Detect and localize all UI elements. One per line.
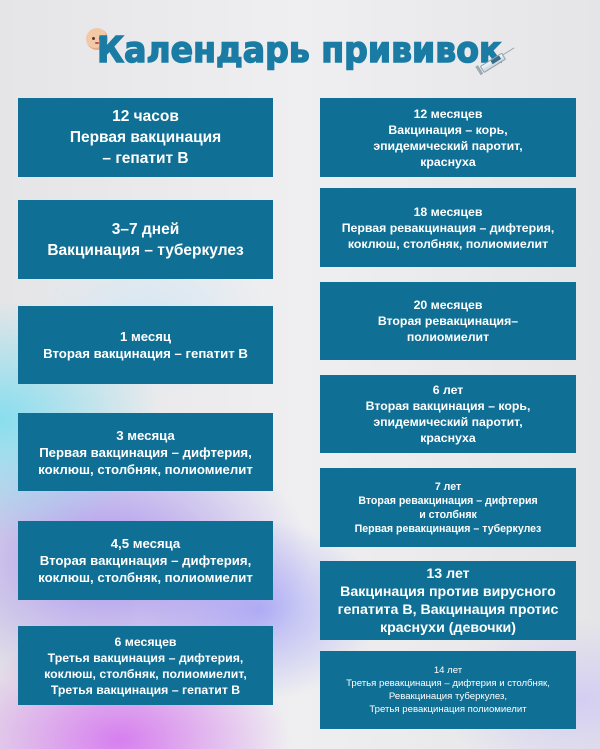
card-age: 6 месяцев <box>114 634 177 649</box>
schedule-card-1-month: 1 месяц Вторая вакцинация – гепатит В <box>18 306 273 384</box>
card-age: 12 часов <box>112 108 179 125</box>
schedule-card-3-months: 3 месяца Первая вакцинация – дифтерия, к… <box>18 413 273 491</box>
card-age: 13 лет <box>426 565 470 582</box>
card-line: Вторая ревакцинация – дифтерия <box>358 494 538 507</box>
card-line: коклюш, столбняк, полиомиелит, <box>44 666 247 681</box>
card-line: краснухи (девочки) <box>380 619 516 636</box>
header: Календарь прививок <box>0 22 600 82</box>
schedule-card-20-months: 20 месяцев Вторая ревакцинация– полиомие… <box>320 282 576 360</box>
card-line: – гепатит В <box>102 150 189 167</box>
card-age: 4,5 месяца <box>110 536 181 551</box>
card-line: Вакцинация – корь, <box>388 122 508 137</box>
card-line: Первая вакцинация – дифтерия, <box>39 444 252 460</box>
page-title: Календарь прививок <box>96 29 502 72</box>
card-line: Ревакцинация туберкулез, <box>388 691 508 702</box>
card-age: 20 месяцев <box>413 298 483 312</box>
card-line: коклюш, столбняк, полиомиелит <box>38 570 253 585</box>
card-line: эпидемический паротит, <box>373 138 523 153</box>
card-age: 14 лет <box>433 665 463 676</box>
card-line: Вторая вакцинация – корь, <box>365 399 531 413</box>
card-line: краснуха <box>420 431 476 445</box>
card-line: эпидемический паротит, <box>373 415 523 429</box>
card-line: Первая вакцинация <box>69 129 222 146</box>
schedule-card-3-7-days: 3–7 дней Вакцинация – туберкулез <box>18 200 273 279</box>
card-age: 12 месяцев <box>413 106 483 121</box>
card-age: 1 месяц <box>119 329 172 344</box>
card-line: Вторая вакцинация – гепатит В <box>43 346 248 361</box>
card-age: 18 месяцев <box>413 204 483 219</box>
schedule-card-18-months: 18 месяцев Первая ревакцинация – дифтери… <box>320 188 576 267</box>
schedule-card-7-years: 7 лет Вторая ревакцинация – дифтерия и с… <box>320 468 576 547</box>
card-line: Вторая ревакцинация– <box>377 314 519 328</box>
card-line: Третья ревакцинация – дифтерия и столбня… <box>346 678 550 689</box>
card-age: 7 лет <box>434 480 462 493</box>
card-line: полиомиелит <box>406 330 490 344</box>
card-line: Третья вакцинация – гепатит В <box>50 682 241 697</box>
card-line: Первая ревакцинация – дифтерия, <box>341 220 555 235</box>
card-line: гепатита В, Вакцинация протис <box>337 601 559 618</box>
schedule-card-14-years: 14 лет Третья ревакцинация – дифтерия и … <box>320 651 576 729</box>
card-line: и столбняк <box>419 508 477 521</box>
schedule-card-4-5-months: 4,5 месяца Вторая вакцинация – дифтерия,… <box>18 521 273 600</box>
card-line: коклюш, столбняк, полиомиелит <box>347 236 549 251</box>
baby-face-icon <box>86 28 108 50</box>
schedule-card-12-hours: 12 часов Первая вакцинация – гепатит В <box>18 98 273 177</box>
card-line: краснуха <box>420 154 476 169</box>
card-age: 3 месяца <box>116 427 175 443</box>
schedule-card-13-years: 13 лет Вакцинация против вирусного гепат… <box>320 561 576 640</box>
schedule-card-6-years: 6 лет Вторая вакцинация – корь, эпидемич… <box>320 375 576 453</box>
card-line: Вторая вакцинация – дифтерия, <box>39 553 252 568</box>
schedule-card-6-months: 6 месяцев Третья вакцинация – дифтерия, … <box>18 626 273 705</box>
card-line: Третья вакцинация – дифтерия, <box>47 650 244 665</box>
card-line: Третья ревакцинация полиомиелит <box>369 704 527 715</box>
card-line: коклюш, столбняк, полиомиелит <box>38 461 253 477</box>
card-age: 3–7 дней <box>111 220 180 238</box>
card-line: Вакцинация против вирусного <box>340 583 556 600</box>
card-age: 6 лет <box>432 383 464 397</box>
card-line: Вакцинация – туберкулез <box>47 241 244 259</box>
schedule-card-12-months: 12 месяцев Вакцинация – корь, эпидемичес… <box>320 98 576 177</box>
card-line: Первая ревакцинация – туберкулез <box>354 522 542 535</box>
